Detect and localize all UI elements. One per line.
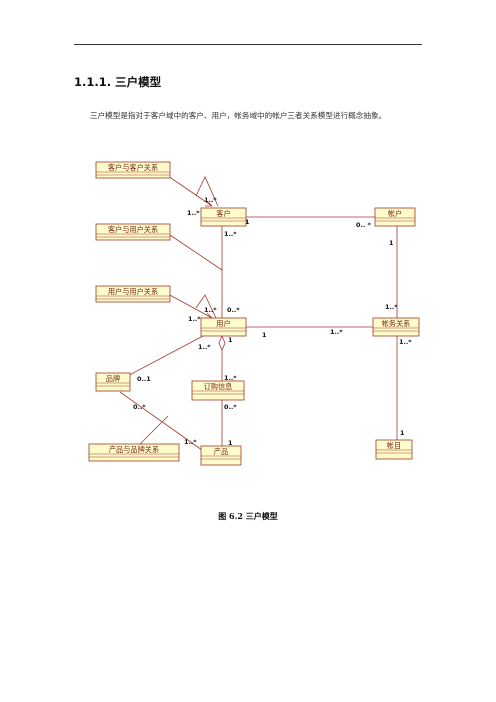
class-name: 用户与用户关系 — [108, 287, 158, 296]
arrow-customer — [205, 200, 213, 207]
multiplicity-m12: 1..* — [330, 328, 343, 336]
multiplicity-m21: 1 — [228, 336, 232, 344]
line-curel — [169, 234, 223, 271]
line-customer-reflexive — [195, 176, 219, 207]
multiplicity-m4: 0.. * — [356, 221, 372, 229]
class-cc-rel: 客户与客户关系 — [95, 161, 171, 179]
line-user-reflexive — [195, 294, 217, 319]
class-box — [95, 285, 171, 303]
class-name: 帐户 — [388, 209, 402, 218]
class-box — [200, 445, 242, 466]
class-pb-rel: 产品与品牌关系 — [88, 443, 180, 462]
association-lines — [119, 175, 398, 451]
multiplicity-m2: 1..* — [187, 209, 200, 217]
multiplicity-m20: 1 — [228, 439, 232, 447]
multiplicity-m19: 1..* — [184, 438, 197, 446]
intro-paragraph: 三户模型是指对于客户域中的客户、用户，帐务域中的帐户三者关系模型进行概念抽象。 — [90, 111, 387, 120]
multiplicity-m7: 1..* — [204, 306, 217, 314]
class-box — [95, 223, 171, 241]
class-box — [191, 380, 245, 401]
class-name: 用户 — [216, 319, 230, 328]
class-box — [374, 207, 416, 227]
multiplicity-m8: 0..* — [227, 306, 240, 314]
class-name: 帐务关系 — [382, 319, 411, 328]
multiplicity-m18: 0..* — [224, 403, 237, 411]
class-box — [95, 372, 131, 392]
class-item: 帐目 — [375, 439, 413, 460]
multiplicity-m15: 0..1 — [137, 375, 151, 383]
class-name: 订购信息 — [204, 382, 233, 391]
multiplicity-m3: 1 — [245, 218, 249, 226]
line-user-brand — [119, 335, 204, 381]
multiplicity-m1: 1..* — [204, 196, 217, 204]
class-user: 用户 — [200, 317, 247, 337]
line-brand-product — [119, 391, 203, 451]
line-ccrel-customer — [167, 175, 213, 207]
line-uurel-user — [167, 293, 213, 319]
class-box — [95, 161, 171, 179]
class-account: 帐户 — [374, 207, 416, 227]
class-order: 订购信息 — [191, 380, 245, 401]
class-brand: 品牌 — [95, 372, 131, 392]
figure-caption: 图 6.2 三户模型 — [218, 511, 278, 521]
class-name: 产品与品牌关系 — [109, 445, 159, 454]
line-pbrel — [137, 415, 169, 447]
class-uu-rel: 用户与用户关系 — [95, 285, 171, 303]
class-name: 客户与客户关系 — [108, 163, 158, 172]
multiplicity-m9: 1..* — [188, 315, 201, 323]
class-name: 客户与用户关系 — [108, 225, 158, 234]
aggregation-diamond — [218, 334, 226, 352]
multiplicity-m6: 1 — [389, 239, 393, 247]
multiplicity-m11: 1 — [262, 331, 266, 339]
class-cu-rel: 客户与用户关系 — [95, 223, 171, 241]
class-acct-rel: 帐务关系 — [372, 317, 420, 337]
class-box — [200, 317, 247, 337]
class-name: 客户 — [216, 209, 230, 218]
multiplicity-m16: 1..* — [224, 374, 237, 382]
class-box — [372, 317, 420, 337]
class-box — [375, 439, 413, 460]
multiplicity-m13: 1..* — [399, 338, 412, 346]
multiplicity-m22: 1 — [400, 429, 404, 437]
multiplicity-m17: 0..* — [133, 403, 146, 411]
multiplicity-m5: 1..* — [224, 230, 237, 238]
class-box — [200, 207, 247, 227]
class-name: 产品 — [214, 447, 228, 456]
section-heading: 1.1.1. 三户模型 — [74, 75, 162, 89]
class-product: 产品 — [200, 445, 242, 466]
class-name: 品牌 — [106, 374, 120, 383]
class-customer: 客户 — [200, 207, 247, 227]
class-name: 帐目 — [387, 441, 401, 450]
multiplicity-m10: 1..* — [385, 303, 398, 311]
multiplicity-m14: 1..* — [198, 343, 211, 351]
header-rule — [74, 44, 422, 45]
